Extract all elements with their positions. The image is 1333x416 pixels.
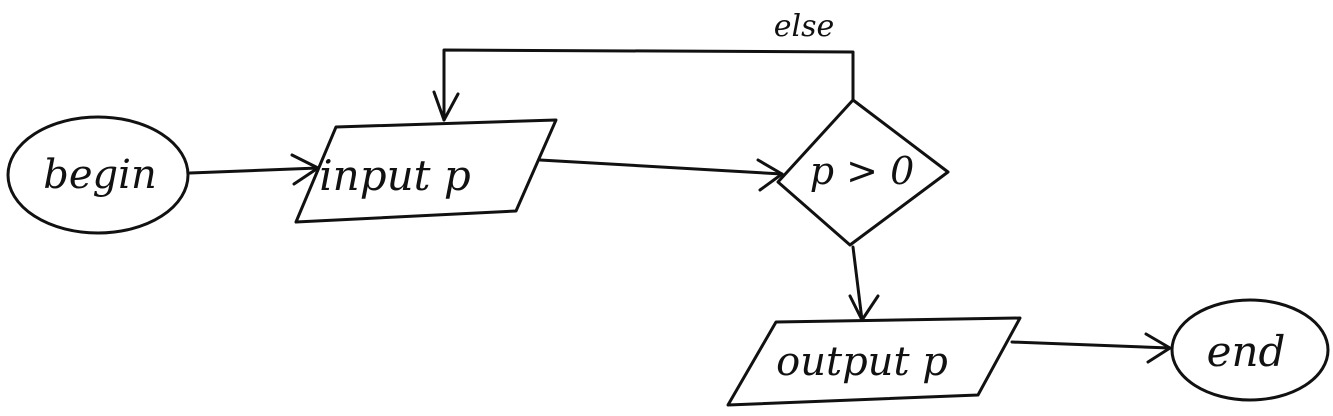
edge-decision-to-output (848, 245, 880, 322)
else-label: else (774, 9, 835, 44)
output-node: output p (726, 316, 1022, 407)
begin-label: begin (43, 152, 156, 198)
edge-output-to-end (1010, 332, 1172, 364)
input-parallelogram (294, 118, 558, 224)
decision-node: p > 0 (776, 98, 950, 247)
begin-node: begin (6, 115, 190, 235)
decision-label: p > 0 (810, 149, 915, 193)
begin-ellipse (6, 115, 190, 235)
output-label: output p (776, 339, 948, 385)
edge-decision-else-to-input: else (432, 9, 855, 122)
input-node: input p (294, 118, 558, 224)
edge-begin-to-input (188, 153, 320, 186)
edge-input-to-decision (538, 158, 784, 192)
output-parallelogram (726, 316, 1022, 407)
decision-diamond (776, 98, 950, 247)
end-ellipse (1170, 298, 1330, 402)
input-label: input p (319, 151, 471, 200)
end-label: end (1207, 327, 1286, 376)
end-node: end (1170, 298, 1330, 402)
